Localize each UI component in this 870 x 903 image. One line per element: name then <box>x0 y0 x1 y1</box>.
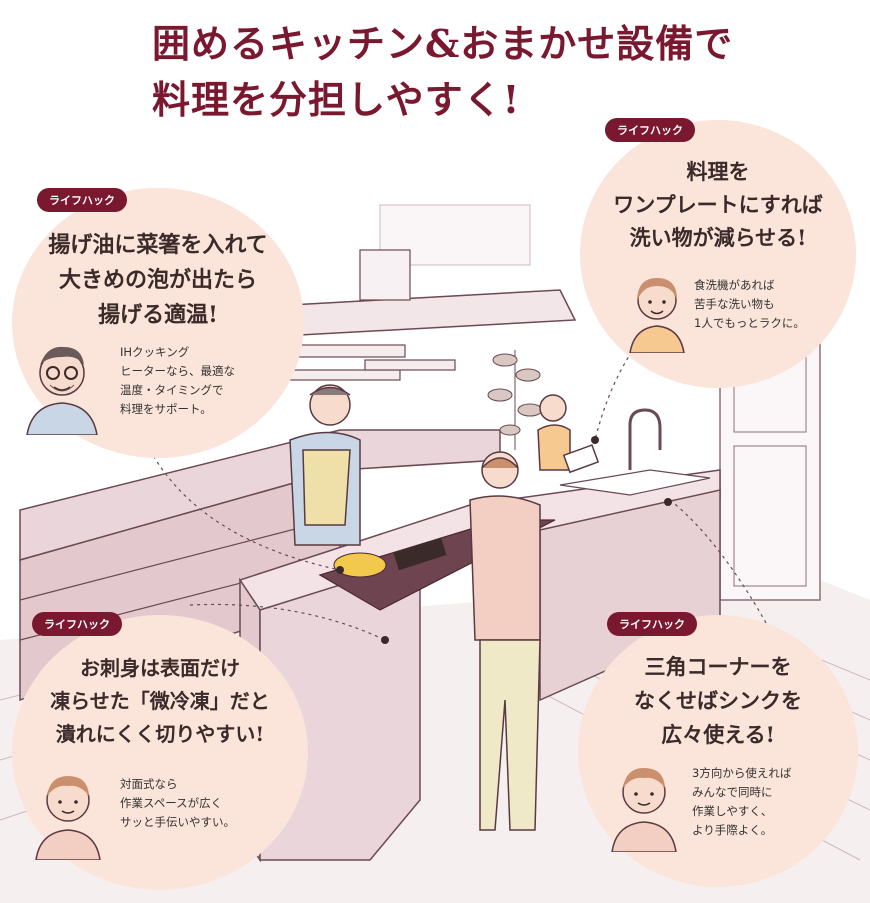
callout-connectors <box>149 339 771 641</box>
man-cooking <box>289 384 361 546</box>
tip-heading: お刺身は表面だけ 凍らせた「微冷凍」だと 潰れにくく切りやすい! <box>50 656 270 746</box>
open-shelves <box>279 344 456 381</box>
tip-body: 3方向から使えれば みんなで同時に 作業しやすく、 より手際よく。 <box>692 766 792 837</box>
tip-body: IHクッキング ヒーターなら、最適な 温度・タイミングで 料理をサポート。 <box>120 345 235 416</box>
tip-body: 食洗機があれば 苦手な洗い物も 1人でもっとラクに。 <box>694 278 805 330</box>
tip-heading: 料理を ワンプレートにすれば 洗い物が減らせる! <box>613 159 823 250</box>
page-title: 囲めるキッチン&おまかせ設備で 料理を分担しやすく! <box>152 16 733 128</box>
man-avatar-icon <box>26 346 98 435</box>
boy-avatar-icon <box>611 768 677 852</box>
title-line-1: 囲めるキッチン&おまかせ設備で <box>152 21 734 66</box>
tip-body: 対面式なら 作業スペースが広く サッと手伝いやすい。 <box>120 777 235 829</box>
title-line-2: 料理を分担しやすく! <box>152 77 521 122</box>
sink <box>559 469 711 496</box>
boy-avatar-icon <box>35 776 101 860</box>
tip-heading: 三角コーナーを なくせばシンクを 広々使える! <box>634 654 802 747</box>
faucet <box>628 408 662 470</box>
tip-heading: 揚げ油に菜箸を入れて 大きめの泡が出たら 揚げる適温! <box>48 232 268 328</box>
frying-pan <box>333 552 387 578</box>
girl-with-tablet <box>537 394 600 474</box>
woman-serving <box>469 451 541 831</box>
tip-badge: ライフハック <box>607 612 697 636</box>
tip-badge: ライフハック <box>37 188 127 212</box>
tip-badge: ライフハック <box>605 118 695 142</box>
tip-bubble-dishwasher <box>580 120 856 388</box>
plant <box>487 350 543 450</box>
grill-pan <box>393 537 447 571</box>
tip-badge: ライフハック <box>32 612 122 636</box>
range-hood <box>288 289 577 336</box>
woman-avatar-icon <box>629 278 685 353</box>
